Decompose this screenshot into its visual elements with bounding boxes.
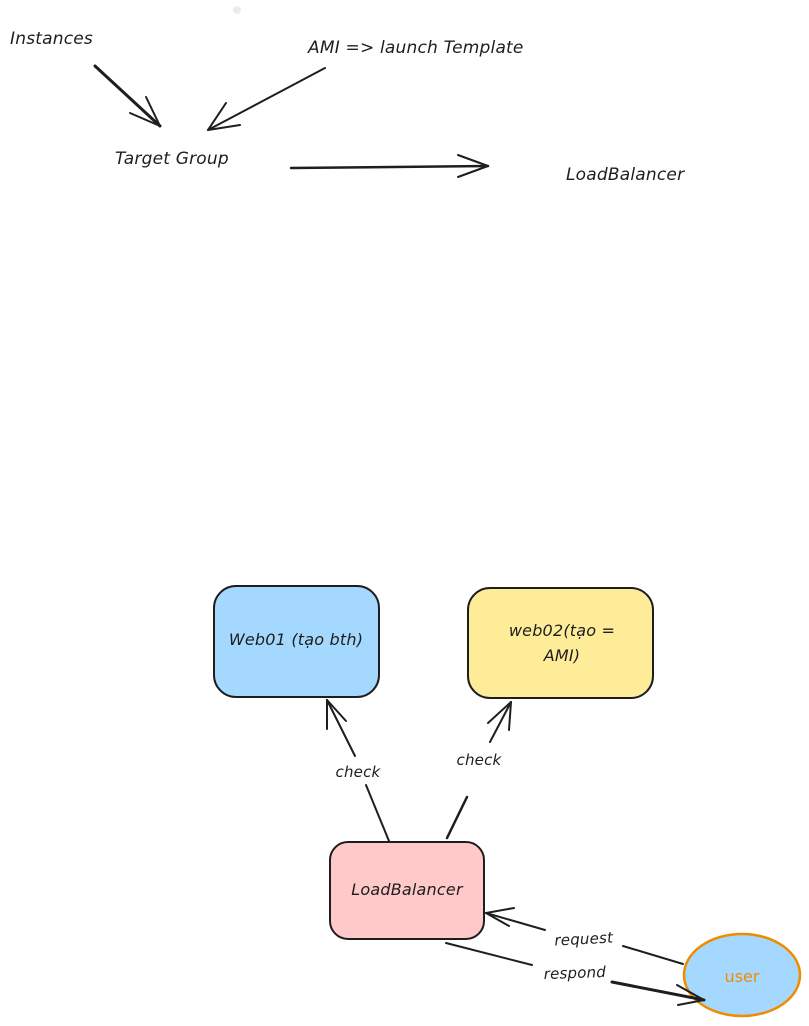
arrow-load-balancer-to-user-respond[interactable] bbox=[445, 942, 706, 1006]
arrow-user-to-load-balancer-request[interactable] bbox=[485, 907, 684, 965]
target-group-label[interactable]: Target Group bbox=[115, 149, 229, 169]
bottom-diagram: Web01 (tạo bth) web02(tạo = AMI) LoadBal… bbox=[213, 585, 802, 1018]
ami-launch-template-label[interactable]: AMI => launch Template bbox=[307, 38, 524, 58]
user-label: user bbox=[725, 967, 760, 986]
load-balancer-label: LoadBalancer bbox=[351, 880, 464, 899]
top-flow: Instances AMI => launch Template Target … bbox=[10, 29, 685, 185]
web02-label-line1: web02(tạo = bbox=[509, 621, 615, 640]
canvas-dot bbox=[233, 6, 241, 14]
arrow-target-group-to-load-balancer[interactable] bbox=[289, 154, 490, 178]
web02-box bbox=[467, 587, 654, 699]
check-label-web01: check bbox=[336, 763, 382, 781]
web01-box bbox=[213, 585, 380, 698]
request-label: request bbox=[554, 928, 615, 949]
user-ellipse bbox=[682, 932, 802, 1018]
arrow-load-balancer-to-web01[interactable] bbox=[326, 699, 390, 842]
web01-node[interactable]: Web01 (tạo bth) bbox=[213, 585, 380, 698]
instances-label[interactable]: Instances bbox=[10, 29, 93, 49]
web02-node[interactable]: web02(tạo = AMI) bbox=[467, 587, 654, 699]
arrow-load-balancer-to-web02[interactable] bbox=[445, 701, 512, 840]
web02-label-line2: AMI) bbox=[543, 646, 581, 665]
load-balancer-node[interactable]: LoadBalancer bbox=[329, 841, 485, 940]
user-node[interactable]: user bbox=[682, 932, 802, 1018]
arrow-ami-to-target-group[interactable] bbox=[207, 67, 326, 131]
web01-label: Web01 (tạo bth) bbox=[229, 630, 363, 649]
load-balancer-box bbox=[329, 841, 485, 940]
arrow-instances-to-target-group[interactable] bbox=[93, 64, 162, 128]
check-label-web02: check bbox=[457, 751, 503, 769]
respond-label: respond bbox=[543, 963, 606, 983]
load-balancer-label-top[interactable]: LoadBalancer bbox=[566, 165, 685, 185]
